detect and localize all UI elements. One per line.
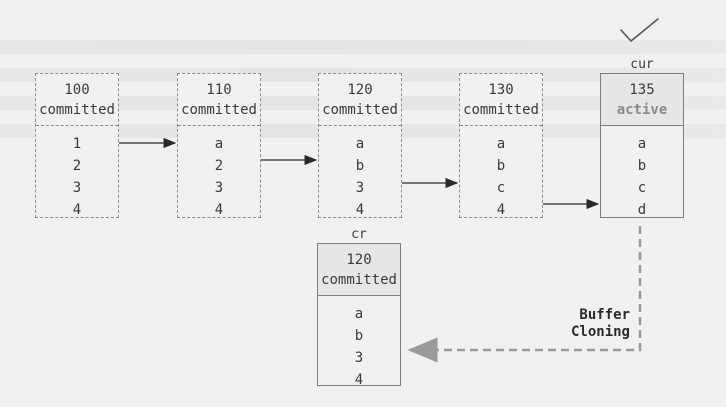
row-value: b [354, 328, 364, 344]
node-rows: a b 3 4 [318, 296, 400, 391]
row-value: 3 [354, 350, 364, 366]
node-state: committed [181, 102, 257, 118]
node-header: 120 committed [318, 244, 400, 296]
node-id: 110 [206, 82, 232, 98]
row-value: b [496, 158, 506, 174]
node-state: committed [463, 102, 539, 118]
row-value: a [214, 136, 224, 152]
buffer-node-100: 100 committed 1 2 3 4 [35, 73, 119, 218]
buffer-node-135-current: 135 active a b c d [600, 73, 684, 218]
buffer-node-130: 130 committed a b c 4 [459, 73, 543, 218]
row-value: c [637, 180, 647, 196]
row-value: 3 [355, 180, 365, 196]
node-id: 135 [629, 82, 655, 98]
row-value: 4 [355, 202, 365, 218]
row-value: 4 [354, 372, 364, 388]
node-rows: 1 2 3 4 [36, 126, 118, 221]
caption-line: Cloning [570, 324, 630, 340]
row-value: 4 [72, 202, 82, 218]
row-value: a [637, 136, 647, 152]
node-id: 120 [346, 252, 372, 268]
buffer-node-110: 110 committed a 2 3 4 [177, 73, 261, 218]
node-header: 100 committed [36, 74, 118, 126]
row-value: 3 [214, 180, 224, 196]
row-value: a [354, 306, 364, 322]
node-id: 100 [64, 82, 90, 98]
node-header: 120 committed [319, 74, 401, 126]
node-header: 110 committed [178, 74, 260, 126]
node-state: committed [321, 272, 397, 288]
node-id: 130 [488, 82, 514, 98]
caption-line: Buffer [579, 307, 630, 323]
cur-pointer-label: cur [630, 57, 654, 72]
row-value: 4 [214, 202, 224, 218]
row-value: d [637, 202, 647, 218]
node-state: active [616, 102, 668, 118]
node-rows: a b c 4 [460, 126, 542, 221]
checkmark-icon [620, 18, 659, 42]
buffer-cloning-arrow [407, 226, 642, 363]
node-rows: a b 3 4 [319, 126, 401, 221]
node-header: 135 active [601, 74, 683, 126]
node-rows: a b c d [601, 126, 683, 221]
row-value: b [637, 158, 647, 174]
row-value: 1 [72, 136, 82, 152]
node-state: committed [39, 102, 115, 118]
node-state: committed [322, 102, 398, 118]
buffer-node-120: 120 committed a b 3 4 [318, 73, 402, 218]
node-id: 120 [347, 82, 373, 98]
buffer-node-clone: 120 committed a b 3 4 [317, 243, 401, 388]
row-value: 3 [72, 180, 82, 196]
row-value: 2 [214, 158, 224, 174]
row-value: 4 [496, 202, 506, 218]
row-value: b [355, 158, 365, 174]
node-rows: a 2 3 4 [178, 126, 260, 221]
row-value: 2 [72, 158, 82, 174]
node-header: 130 committed [460, 74, 542, 126]
row-value: c [496, 180, 506, 196]
row-value: a [355, 136, 365, 152]
cr-pointer-label: cr [351, 227, 367, 242]
row-value: a [496, 136, 506, 152]
buffer-cloning-label: Buffer Cloning [540, 307, 630, 341]
